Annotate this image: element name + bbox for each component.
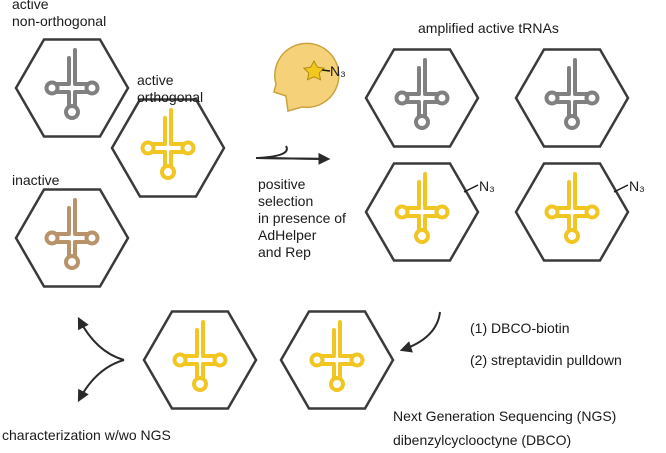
label-line: and Rep [258, 244, 311, 260]
label-azide-2: N₃ [629, 178, 645, 194]
trna-amplified-2-icon [544, 58, 600, 130]
trna-pulldown-2-icon [309, 320, 365, 392]
label-line: orthogonal [137, 89, 204, 105]
label-line: positive [258, 176, 306, 192]
branch-arrow-down-icon [77, 359, 125, 403]
trna-inactive-icon [44, 198, 100, 270]
hexagon-orthogonal [110, 98, 226, 198]
label-streptavidin-pulldown: (2) streptavidin pulldown [470, 352, 622, 368]
hexagon-pulldown-1 [142, 310, 258, 410]
star-bond-line [321, 69, 331, 72]
enzyme-icon [273, 42, 340, 112]
hexagon-non-orthogonal [14, 38, 130, 138]
label-dbco-biotin: (1) DBCO-biotin [470, 320, 570, 336]
label-azide-star: N₃ [330, 63, 346, 79]
hexagon-amplified-3 [364, 162, 480, 262]
branch-arrow-up-icon [77, 316, 125, 361]
label-active-non-orthogonal: active non-orthogonal [12, 0, 106, 30]
label-azide-1: N₃ [479, 178, 495, 194]
trna-amplified-3-icon [394, 172, 450, 244]
label-dbco-definition: dibenzylcyclooctyne (DBCO) [393, 432, 572, 448]
hexagon-amplified-1 [364, 48, 480, 148]
hexagon-pulldown-2 [279, 310, 395, 410]
label-active-orthogonal: active orthogonal [137, 72, 203, 106]
label-characterization: characterization w/wo NGS [2, 427, 171, 443]
selection-arrow-icon [257, 145, 329, 160]
azide-bond-2 [613, 184, 629, 193]
label-inactive: inactive [12, 172, 60, 188]
hexagon-amplified-2 [514, 48, 630, 148]
label-line: selection [258, 193, 314, 209]
selection-arrow-main [255, 152, 331, 165]
hexagon-inactive [14, 188, 130, 288]
trna-orthogonal-icon [140, 108, 196, 180]
star-icon [302, 59, 326, 81]
azide-bond-1 [463, 184, 479, 193]
label-amplified-active-trnas: amplified active tRNAs [418, 20, 559, 36]
label-line: AdHelper [258, 227, 317, 243]
label-line: active [12, 0, 49, 12]
trna-non-orthogonal-icon [44, 48, 100, 120]
label-positive-selection: positive selection in presence of AdHelp… [258, 176, 346, 261]
trna-amplified-1-icon [394, 58, 450, 130]
hexagon-amplified-4 [514, 162, 630, 262]
label-line: active [137, 72, 174, 88]
label-line: non-orthogonal [12, 13, 107, 29]
trna-pulldown-1-icon [172, 320, 228, 392]
pulldown-arrow-icon [399, 311, 441, 353]
label-ngs-definition: Next Generation Sequencing (NGS) [393, 408, 617, 424]
trna-amplified-4-icon [544, 172, 600, 244]
label-line: in presence of [258, 210, 346, 226]
